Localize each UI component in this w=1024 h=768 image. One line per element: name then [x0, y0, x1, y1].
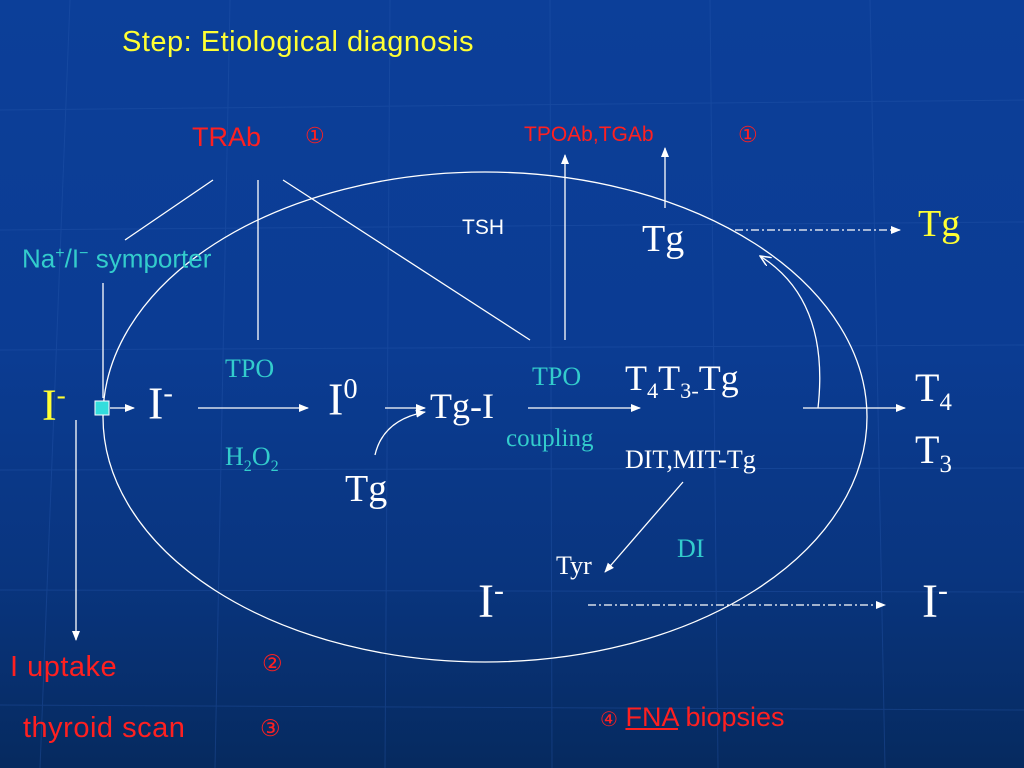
- i-bottom-text: I: [478, 575, 494, 628]
- i-sup: −: [79, 244, 89, 262]
- fna-text: FNA: [625, 702, 678, 732]
- h-text: H: [225, 442, 244, 471]
- t3-out-label: T3: [915, 430, 952, 478]
- i-internal-label: I-: [148, 377, 173, 429]
- tg-curve-arrow: [374, 409, 426, 456]
- trab-text: TRAb: [192, 122, 262, 152]
- na-sup: +: [55, 244, 65, 262]
- i-bottom-sup: -: [493, 574, 504, 607]
- i-uptake-number: ②: [262, 650, 283, 676]
- tpoab-number: ①: [738, 122, 758, 147]
- tg-return-curve: [760, 256, 821, 409]
- i-out-label: I-: [922, 576, 948, 626]
- t4t3tg-t4-text: T: [625, 358, 647, 398]
- symporter-text: symporter: [95, 243, 212, 274]
- thyroid-scan-number: ③: [260, 715, 281, 741]
- i0-label: I0: [328, 373, 358, 425]
- dit-to-tyr-arrow: [604, 481, 684, 573]
- symporter-square: [94, 400, 110, 416]
- o-sub: 2: [270, 458, 279, 476]
- trab-line-left: [124, 179, 214, 241]
- i-out-sup: -: [937, 574, 948, 607]
- tg-out-label: Tg: [918, 203, 961, 245]
- o-text: O: [251, 442, 271, 471]
- tyr-label: Tyr: [556, 551, 592, 580]
- t4t3tg-t3-text: T: [658, 358, 681, 398]
- i-internal-text: I: [148, 377, 164, 429]
- t3-out-text: T: [915, 427, 940, 472]
- i-out-text: I: [922, 575, 938, 628]
- tg-i-label: Tg-I: [430, 386, 494, 426]
- i-bottom-label: I-: [478, 576, 504, 626]
- trab-number: ①: [305, 123, 325, 148]
- tpo-label-1: TPO: [225, 354, 275, 383]
- i0-sup: 0: [343, 374, 358, 405]
- biopsies-text: biopsies: [677, 702, 785, 732]
- t4t3tg-tg-text: Tg: [698, 358, 739, 398]
- tpoab-label: TPOAb,TGAb: [524, 123, 654, 146]
- i-external-label: I-: [42, 380, 66, 430]
- fna-biopsies-label: ④ FNA biopsies: [600, 704, 785, 731]
- i-external-sup: -: [56, 380, 66, 410]
- symporter-label: Na+/I− symporter: [22, 245, 211, 272]
- h2o2-label: H2O2: [225, 444, 279, 475]
- thyroid-scan-label: thyroid scan: [23, 712, 186, 744]
- tg-mid-label: Tg: [345, 468, 388, 510]
- tpo-label-2: TPO: [532, 362, 582, 391]
- thyroid-cell-outline: [102, 171, 868, 663]
- trab-label: TRAb: [192, 124, 261, 151]
- t3-out-sub: 3: [939, 451, 952, 478]
- di-label: DI: [677, 534, 705, 563]
- dit-mit-label: DIT,MIT-Tg: [625, 445, 756, 474]
- i-external-text: I: [42, 380, 57, 430]
- tg-top-label: Tg: [642, 218, 685, 260]
- i-internal-sup: -: [163, 378, 173, 409]
- fna-number: ④: [600, 709, 618, 731]
- t4-out-sub: 4: [939, 389, 952, 416]
- t4-t3-tg-label: T4T3-Tg: [625, 360, 739, 403]
- i-slash-text: /I: [64, 243, 80, 274]
- h-sub: 2: [243, 458, 252, 476]
- i0-text: I: [328, 373, 344, 425]
- trab-line-right: [282, 179, 531, 341]
- t4t3tg-3-sub: 3-: [680, 378, 699, 404]
- t4-out-text: T: [915, 365, 940, 410]
- page-title: Step: Etiological diagnosis: [122, 26, 475, 58]
- na-text: Na: [22, 243, 56, 274]
- t4t3tg-4-sub: 4: [647, 378, 659, 404]
- i-uptake-label: I uptake: [10, 651, 118, 683]
- t4-out-label: T4: [915, 368, 952, 416]
- tsh-label: TSH: [462, 216, 504, 239]
- coupling-label: coupling: [506, 425, 594, 452]
